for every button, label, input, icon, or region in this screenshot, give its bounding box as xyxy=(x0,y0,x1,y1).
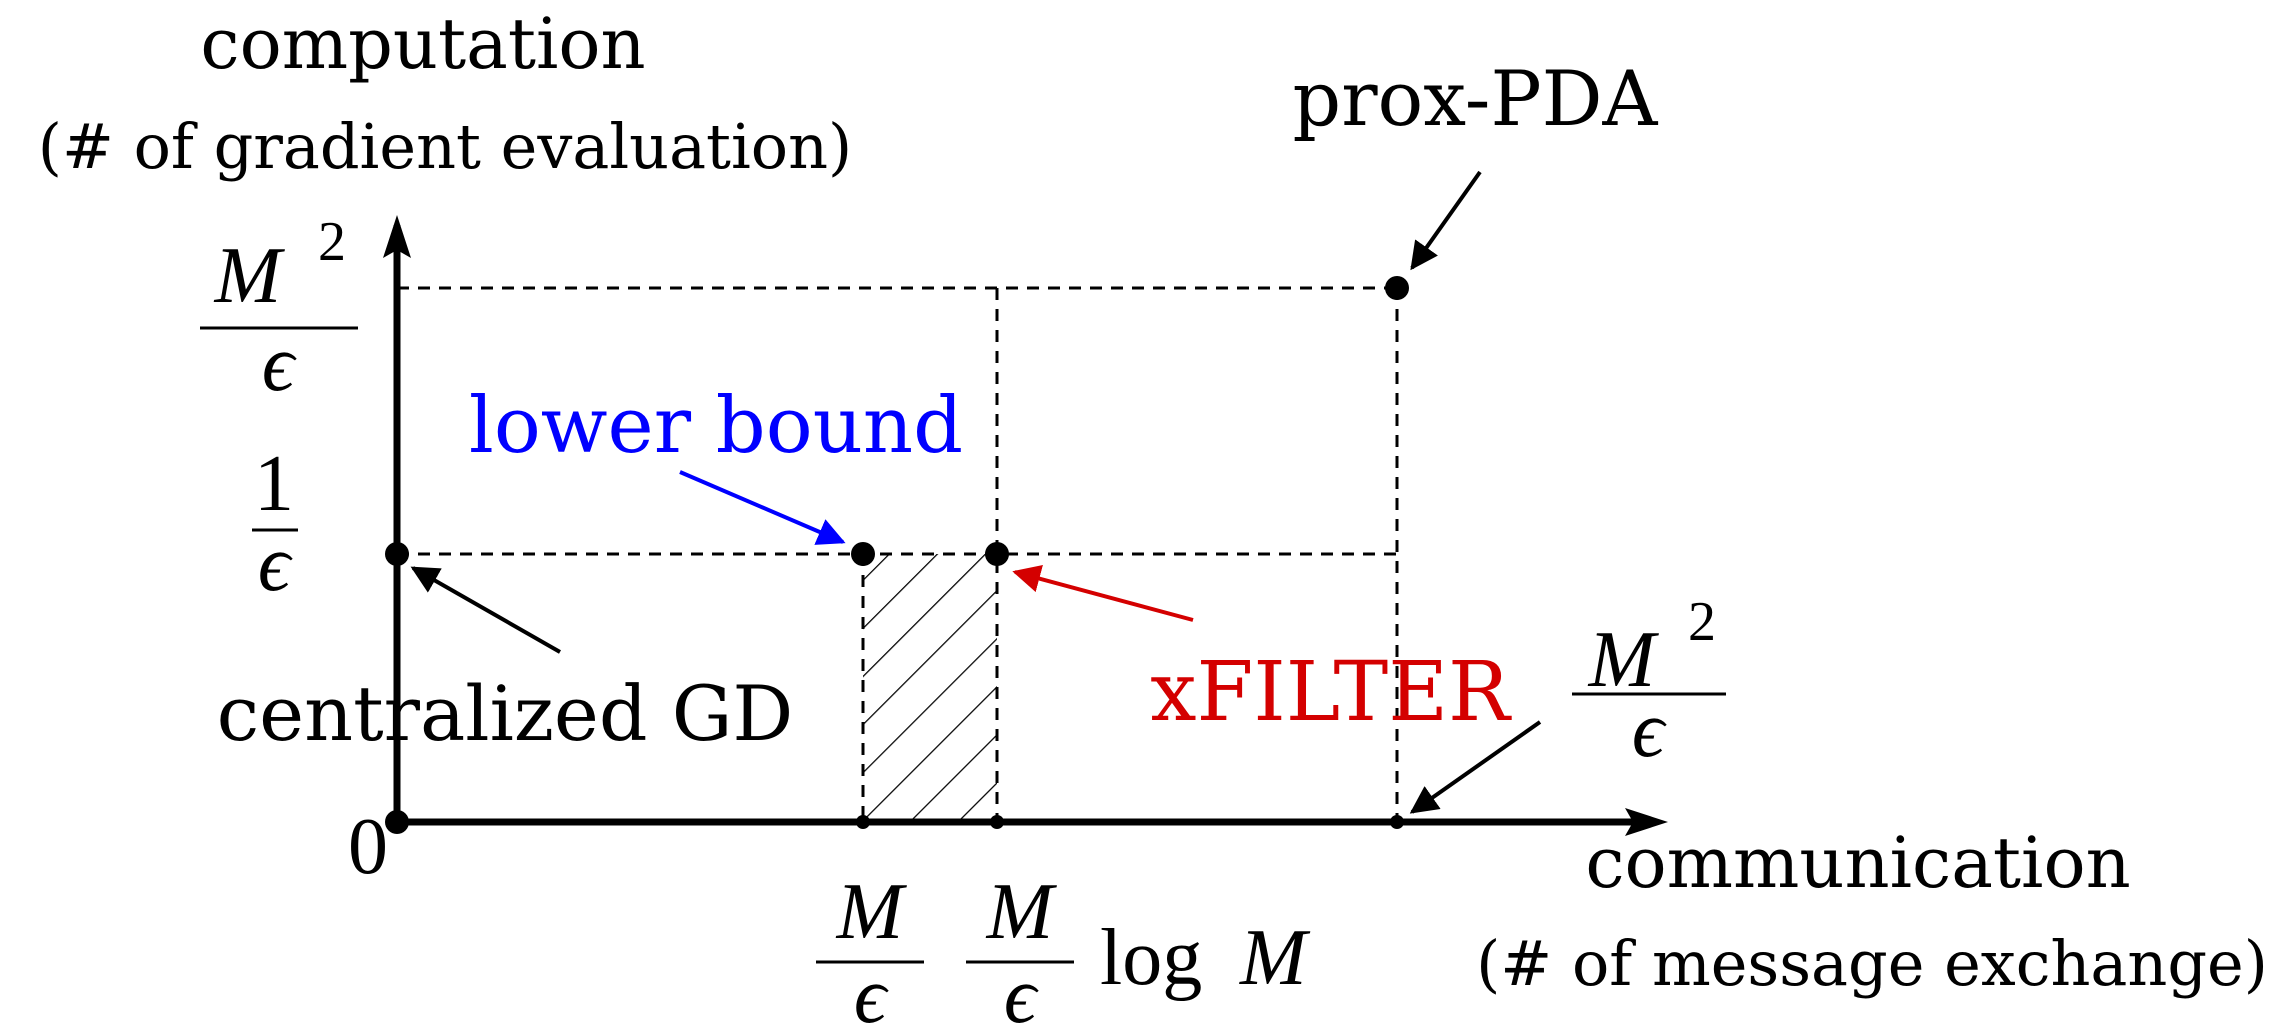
origin-label: 0 xyxy=(348,803,388,891)
x-axis-title: communication xyxy=(1585,822,2130,904)
origin-point xyxy=(385,810,409,834)
lower-bound-point xyxy=(851,542,875,566)
x-tick-m-num: M xyxy=(836,868,908,956)
y-tick-m2-num: M xyxy=(214,232,286,320)
x-tick-m-eps: M ϵ xyxy=(816,868,924,1034)
x-tick-dot-3 xyxy=(1390,815,1404,829)
centralized-gd-point xyxy=(385,542,409,566)
xfilter-label: xFILTER xyxy=(1150,645,1512,740)
xfilter-arrow xyxy=(1012,565,1194,622)
y-tick-m2-eps: M 2 ϵ xyxy=(200,211,358,408)
m2eps-x-arrow xyxy=(1409,720,1542,814)
x-tick-m2-num: M xyxy=(1588,616,1660,704)
dashed-guides xyxy=(397,286,1399,822)
y-tick-m2-sup: 2 xyxy=(318,211,346,273)
x-tick-m2-sup: 2 xyxy=(1688,591,1716,653)
x-tick-m2-eps: M 2 ϵ xyxy=(1572,591,1726,774)
y-axis-title: computation xyxy=(200,3,645,85)
x-tick-mlog-den: ϵ xyxy=(1004,952,1039,1029)
y-axis-arrowhead xyxy=(383,215,411,258)
x-tick-mlog-var: M xyxy=(1239,914,1311,1002)
centralized-gd-arrow xyxy=(410,566,561,654)
x-tick-m2-den: ϵ xyxy=(1632,686,1667,774)
x-axis-subtitle: (# of message exchange) xyxy=(1476,927,2268,1000)
x-tick-mlog-num: M xyxy=(986,868,1058,956)
y-tick-1-den: ϵ xyxy=(258,520,293,608)
prox-pda-arrow xyxy=(1410,170,1482,271)
hatched-region xyxy=(863,554,997,822)
x-axis-arrowhead xyxy=(1625,808,1668,836)
lower-bound-arrow xyxy=(679,470,846,545)
xfilter-point xyxy=(985,542,1009,566)
y-axis-subtitle: (# of gradient evaluation) xyxy=(38,110,852,183)
y-tick-1-eps: 1 ϵ xyxy=(252,440,298,608)
prox-pda-point xyxy=(1385,276,1409,300)
x-tick-m-eps-log-m: M ϵ log M xyxy=(966,868,1311,1034)
x-tick-dot-2 xyxy=(990,815,1004,829)
x-tick-dot-1 xyxy=(856,815,870,829)
lower-bound-label: lower bound xyxy=(469,381,963,471)
x-tick-m-den: ϵ xyxy=(854,952,889,1029)
y-tick-m2-den: ϵ xyxy=(262,320,297,408)
y-tick-1-num: 1 xyxy=(254,440,294,528)
centralized-gd-label: centralized GD xyxy=(217,669,794,758)
prox-pda-label: prox-PDA xyxy=(1293,54,1659,143)
x-tick-mlog-suffix: log xyxy=(1100,914,1202,1002)
